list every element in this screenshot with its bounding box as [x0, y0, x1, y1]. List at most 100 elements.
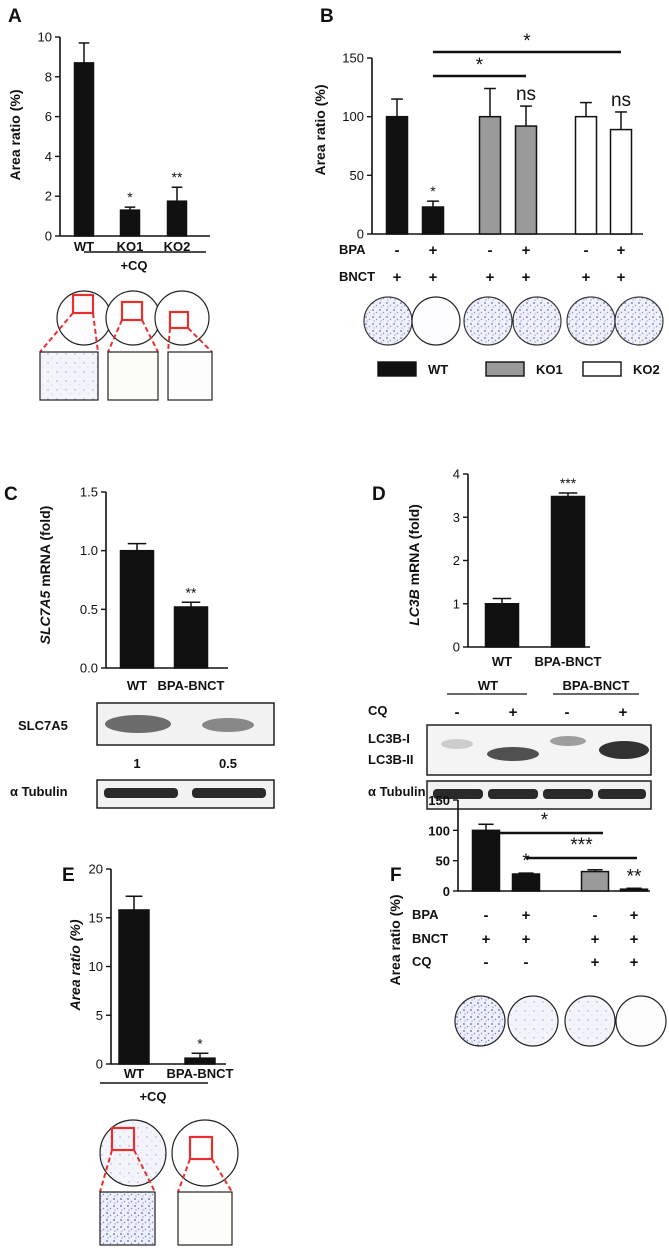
dish [99, 1119, 167, 1187]
significance-label: * [430, 183, 436, 199]
dish [512, 296, 562, 346]
zoom-inset [177, 1191, 233, 1246]
legend-swatch [582, 361, 622, 377]
bar [385, 115, 409, 235]
y-tick-label: 2 [453, 553, 460, 568]
y-tick-label: 50 [350, 168, 364, 183]
dish [463, 296, 513, 346]
panel-a-label: A [8, 6, 22, 27]
x-category-label: WT [492, 654, 512, 669]
condition-sign: - [524, 954, 529, 971]
zoom-inset [167, 351, 213, 401]
band [487, 747, 539, 761]
zoom-lines [39, 312, 213, 353]
condition-row-label: BNCT [412, 931, 448, 946]
zoom-inset [99, 1191, 156, 1246]
panel-c-quant-bnct: 0.5 [219, 756, 237, 771]
bar [166, 200, 188, 237]
condition-sign: + [522, 907, 531, 924]
y-tick-label: 10 [38, 30, 52, 45]
y-tick-label: 0 [45, 229, 52, 244]
panel-f-dishes [454, 995, 667, 1047]
x-category-label: KO2 [164, 239, 191, 254]
condition-sign: + [591, 954, 600, 971]
band [105, 715, 171, 733]
zoom-inset [39, 351, 99, 401]
condition-sign: + [591, 931, 600, 948]
x-category-label: KO1 [117, 239, 144, 254]
dish [615, 995, 667, 1047]
condition-sign: + [486, 269, 495, 286]
cq-sign: - [565, 704, 570, 721]
x-category-label: WT [124, 1066, 144, 1081]
cq-sign: + [509, 704, 518, 721]
band [441, 739, 473, 749]
dish [454, 995, 506, 1047]
dish [614, 296, 664, 346]
x-category-label: BPA-BNCT [167, 1066, 234, 1081]
significance-label: ** [172, 169, 183, 185]
y-tick-label: 2 [45, 189, 52, 204]
y-tick-label: 4 [453, 467, 460, 482]
condition-sign: - [484, 907, 489, 924]
bar [514, 125, 538, 235]
y-tick-label: 10 [89, 959, 103, 974]
dish [56, 290, 112, 346]
panel-b-label: B [320, 6, 334, 27]
dish [507, 995, 559, 1047]
condition-sign: + [630, 954, 639, 971]
panel-f: F Area ratio (%) 050100150*******BPA-+-+… [387, 793, 667, 1047]
panel-e-dishes [99, 1119, 239, 1246]
condition-sign: + [522, 269, 531, 286]
panel-b-dishes [363, 296, 664, 346]
y-tick-label: 0 [443, 884, 450, 899]
condition-sign: + [617, 242, 626, 259]
bar [619, 888, 649, 892]
significance-label: * [197, 1035, 203, 1051]
panel-a-dishes [39, 290, 213, 401]
zoom-box [168, 310, 190, 330]
significance-label: * [127, 189, 133, 205]
bracket-label: * [523, 31, 531, 52]
bracket-label: * [541, 810, 549, 831]
condition-sign: + [522, 242, 531, 259]
dish [411, 296, 461, 346]
dish [564, 995, 616, 1047]
bar [609, 128, 633, 235]
y-tick-label: 1.0 [80, 543, 98, 558]
y-tick-label: 150 [342, 51, 364, 66]
panel-c-label: C [4, 484, 18, 505]
condition-row-label: CQ [412, 954, 432, 969]
panel-f-ylabel: Area ratio (%) [387, 894, 403, 985]
condition-sign: - [484, 954, 489, 971]
legend-swatch [377, 361, 417, 377]
panel-a-ylabel: Area ratio (%) [7, 89, 23, 180]
legend-label: WT [428, 362, 448, 377]
band [433, 789, 483, 799]
condition-sign: + [630, 931, 639, 948]
bar [421, 206, 445, 235]
bar [484, 603, 520, 648]
significance-label: ** [186, 584, 197, 600]
band [104, 788, 178, 798]
band [202, 718, 254, 732]
dish [566, 296, 616, 346]
bracket-label: * [476, 55, 484, 76]
bar [580, 870, 610, 892]
panel-a-treatment-label: +CQ [120, 258, 147, 273]
panel-d-group-wt: WT [478, 678, 498, 693]
panel-d-band2: LC3B-II [368, 752, 414, 767]
panel-c-ylabel-rest: mRNA (fold) [37, 506, 53, 591]
panel-d-cq-label: CQ [368, 703, 388, 718]
panel-d-ylabel-rest: mRNA (fold) [406, 504, 422, 589]
panel-d-loading-label: α Tubulin [368, 784, 426, 799]
